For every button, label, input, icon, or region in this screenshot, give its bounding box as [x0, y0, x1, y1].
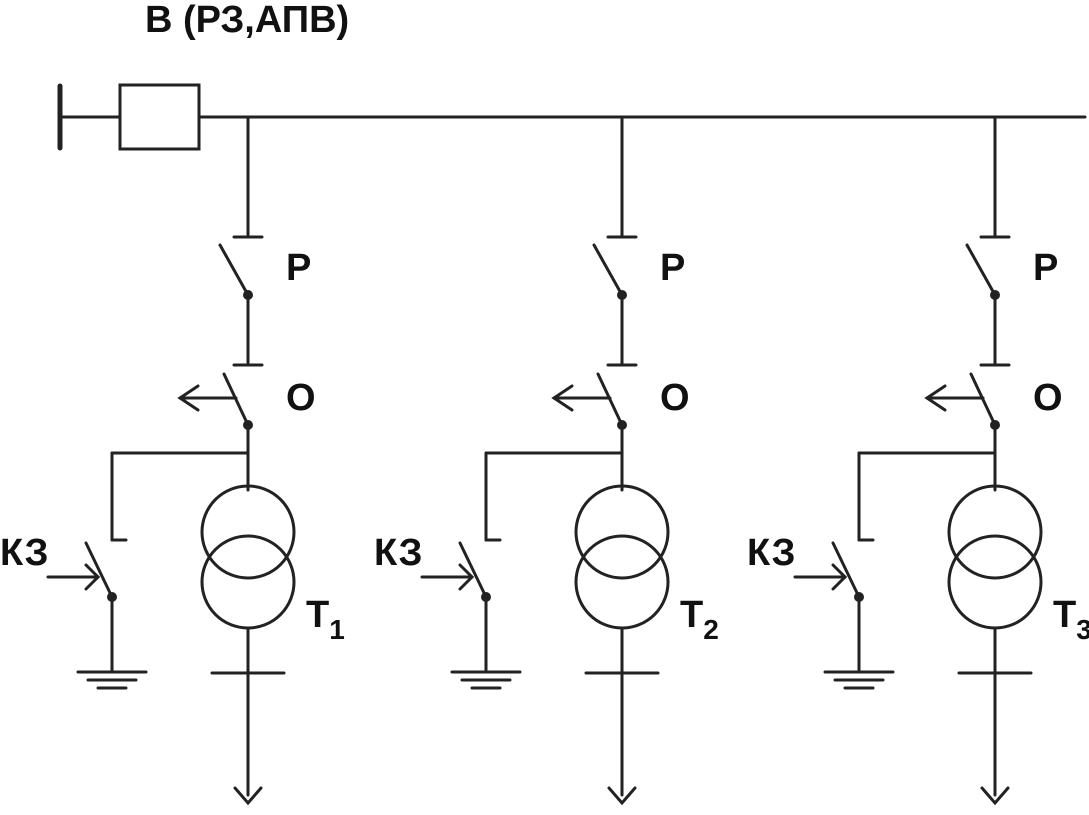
transformer-winding-primary [947, 484, 1043, 580]
transformer-label: Т1 [306, 594, 345, 645]
transformer-label: Т2 [680, 594, 719, 645]
arrow-right-icon [831, 563, 848, 591]
disconnector-blade [218, 243, 250, 297]
breaker-title: В (РЗ,АПВ) [145, 0, 349, 41]
transformer-winding-secondary [574, 534, 670, 630]
transformer-winding-primary [574, 484, 670, 580]
arrow-down-icon [607, 786, 637, 806]
short-circuiter-blade [831, 541, 861, 599]
short-circuiter-label: КЗ [0, 532, 48, 574]
transformer-icon[interactable] [200, 484, 296, 630]
transformer-label: Т3 [1053, 594, 1089, 645]
arrow-right-icon [84, 563, 101, 591]
short-circuiter-switch[interactable] [46, 541, 117, 602]
disconnector-switch[interactable] [592, 243, 627, 300]
short-circuiter-switch[interactable] [793, 541, 864, 602]
transformer-index: 3 [1076, 614, 1089, 645]
bays-group: Р О КЗ Т1 Р О КЗ Т2 Р О КЗ Т3 [0, 115, 1089, 806]
disconnector-blade [965, 243, 997, 297]
bay-1: Р О КЗ Т1 [0, 115, 345, 806]
arrow-left-icon [551, 384, 574, 412]
transformer-icon[interactable] [947, 484, 1043, 630]
separator-label: О [660, 377, 690, 419]
disconnector-label: Р [1033, 247, 1058, 289]
transformer-index: 2 [703, 614, 719, 645]
arrow-left-icon [924, 384, 947, 412]
disconnector-switch[interactable] [218, 243, 253, 300]
arrow-down-icon [980, 786, 1010, 806]
short-circuiter-switch[interactable] [420, 541, 491, 602]
arrow-right-icon [458, 563, 475, 591]
circuit-breaker-box[interactable] [118, 83, 201, 151]
separator-switch[interactable] [551, 372, 627, 430]
separator-switch[interactable] [177, 372, 253, 430]
disconnector-switch[interactable] [965, 243, 1000, 300]
disconnector-label: Р [286, 247, 311, 289]
separator-label: О [286, 377, 316, 419]
short-circuiter-label: КЗ [374, 532, 422, 574]
disconnector-label: Р [660, 247, 685, 289]
short-circuiter-blade [84, 541, 114, 599]
transformer-icon[interactable] [574, 484, 670, 630]
arrow-left-icon [177, 384, 200, 412]
transformer-winding-secondary [200, 534, 296, 630]
ground-icon [823, 670, 895, 690]
arrow-down-icon [233, 786, 263, 806]
separator-label: О [1033, 377, 1063, 419]
disconnector-blade [592, 243, 624, 297]
ground-icon [76, 670, 148, 690]
short-circuiter-label: КЗ [747, 532, 795, 574]
ground-icon [450, 670, 522, 690]
bay-2: Р О КЗ Т2 [374, 115, 719, 806]
separator-switch[interactable] [924, 372, 1000, 430]
transformer-winding-secondary [947, 534, 1043, 630]
bay-3: Р О КЗ Т3 [747, 115, 1089, 806]
transformer-winding-primary [200, 484, 296, 580]
transformer-index: 1 [329, 614, 345, 645]
short-circuiter-blade [458, 541, 488, 599]
